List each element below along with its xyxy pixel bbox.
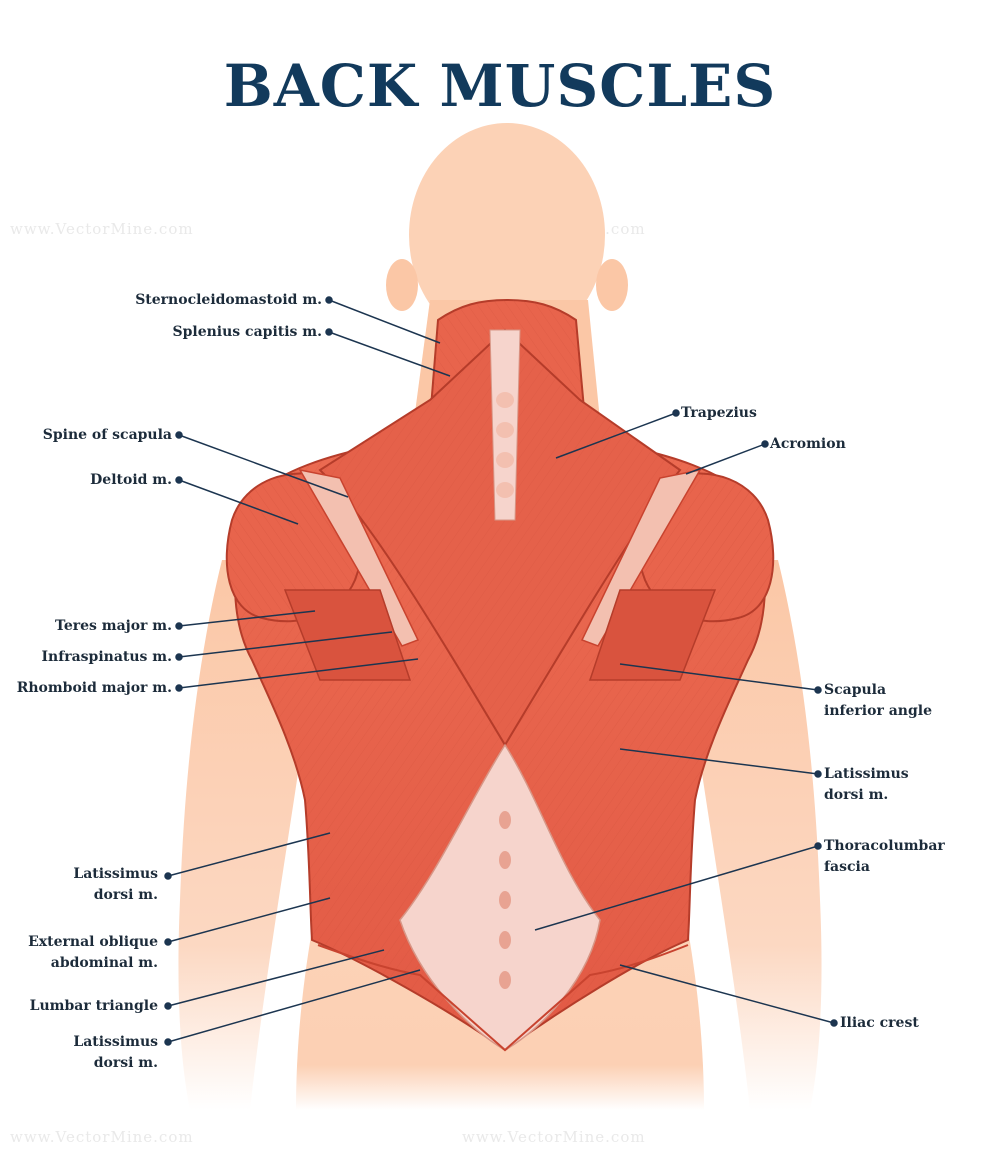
leader-line-sternocleidomastoid: [328, 299, 441, 344]
spine-of-scapula-left: [298, 468, 420, 647]
leader-line-external-oblique: [167, 897, 331, 943]
leader-dot-rhomboid-major: [175, 684, 183, 692]
leader-line-trapezius: [555, 412, 677, 459]
label-acromion: Acromion: [770, 436, 846, 452]
label-splenius-capitis: Splenius capitis m.: [172, 324, 323, 340]
label-latissimus-dorsi-left-2: Latissimus dorsi m.: [73, 1034, 158, 1071]
label-sternocleidomastoid: Sternocleidomastoid m.: [135, 292, 322, 308]
leader-dot-teres-major: [175, 622, 183, 630]
spine-of-scapula-right: [580, 468, 702, 647]
leader-line-rhomboid-major: [178, 658, 419, 689]
page-title: BACK MUSCLES: [223, 52, 777, 120]
leader-line-acromion: [685, 443, 766, 475]
label-external-oblique: External oblique abdominal m.: [28, 934, 158, 971]
spinal-column: [489, 329, 521, 989]
label-teres-major: Teres major m.: [55, 618, 172, 634]
watermark: www.VectorMine.com: [10, 220, 194, 238]
watermark: www.VectorMine.com: [462, 1128, 646, 1146]
leader-dot-latissimus-left-1: [164, 872, 172, 880]
label-spine-of-scapula: Spine of scapula: [42, 427, 172, 443]
leader-line-infraspinatus: [178, 631, 393, 658]
leader-line-latissimus-right: [619, 748, 819, 775]
leader-dot-acromion: [761, 440, 769, 448]
label-latissimus-dorsi-right: Latissimus dorsi m.: [824, 766, 909, 803]
leader-line-teres-major: [178, 610, 316, 627]
leader-line-latissimus-left-1: [167, 832, 331, 877]
label-latissimus-dorsi-left-1: Latissimus dorsi m.: [73, 866, 158, 903]
leader-line-splenius-capitis: [328, 331, 451, 377]
leader-dot-latissimus-right: [814, 770, 822, 778]
leader-dot-lumbar-triangle: [164, 1002, 172, 1010]
leader-dot-thoracolumbar: [814, 842, 822, 850]
leader-dot-external-oblique: [164, 938, 172, 946]
leader-dot-spine-of-scapula: [175, 431, 183, 439]
leader-line-scapula-inferior: [619, 663, 819, 691]
watermark: www.VectorMine.com: [10, 1128, 194, 1146]
leader-dot-splenius-capitis: [325, 328, 333, 336]
label-rhomboid-major: Rhomboid major m.: [16, 680, 172, 696]
label-trapezius: Trapezius: [681, 405, 757, 421]
leader-line-spine-of-scapula: [178, 434, 349, 498]
leader-dot-trapezius: [672, 409, 680, 417]
label-infraspinatus: Infraspinatus m.: [41, 649, 172, 665]
leader-dot-deltoid: [175, 476, 183, 484]
leader-dot-scapula-inferior: [814, 686, 822, 694]
leader-line-latissimus-left-2: [167, 969, 421, 1043]
label-thoracolumbar-fascia: Thoracolumbar fascia: [824, 838, 945, 875]
leader-dot-latissimus-left-2: [164, 1038, 172, 1046]
leader-line-deltoid: [178, 479, 299, 525]
label-scapula-inferior-angle: Scapula inferior angle: [824, 682, 932, 719]
iliac-crest: [317, 944, 689, 1052]
leader-dot-iliac-crest: [830, 1019, 838, 1027]
label-lumbar-triangle: Lumbar triangle: [29, 998, 158, 1014]
leader-dot-sternocleidomastoid: [325, 296, 333, 304]
leader-line-lumbar-triangle: [167, 949, 385, 1007]
leader-dot-infraspinatus: [175, 653, 183, 661]
scapular-muscles: [283, 589, 717, 681]
label-deltoid: Deltoid m.: [90, 472, 172, 488]
leader-line-thoracolumbar: [534, 845, 819, 931]
label-iliac-crest: Iliac crest: [840, 1015, 919, 1031]
leader-line-iliac-crest: [619, 964, 835, 1024]
leader-lines: [164, 296, 838, 1046]
